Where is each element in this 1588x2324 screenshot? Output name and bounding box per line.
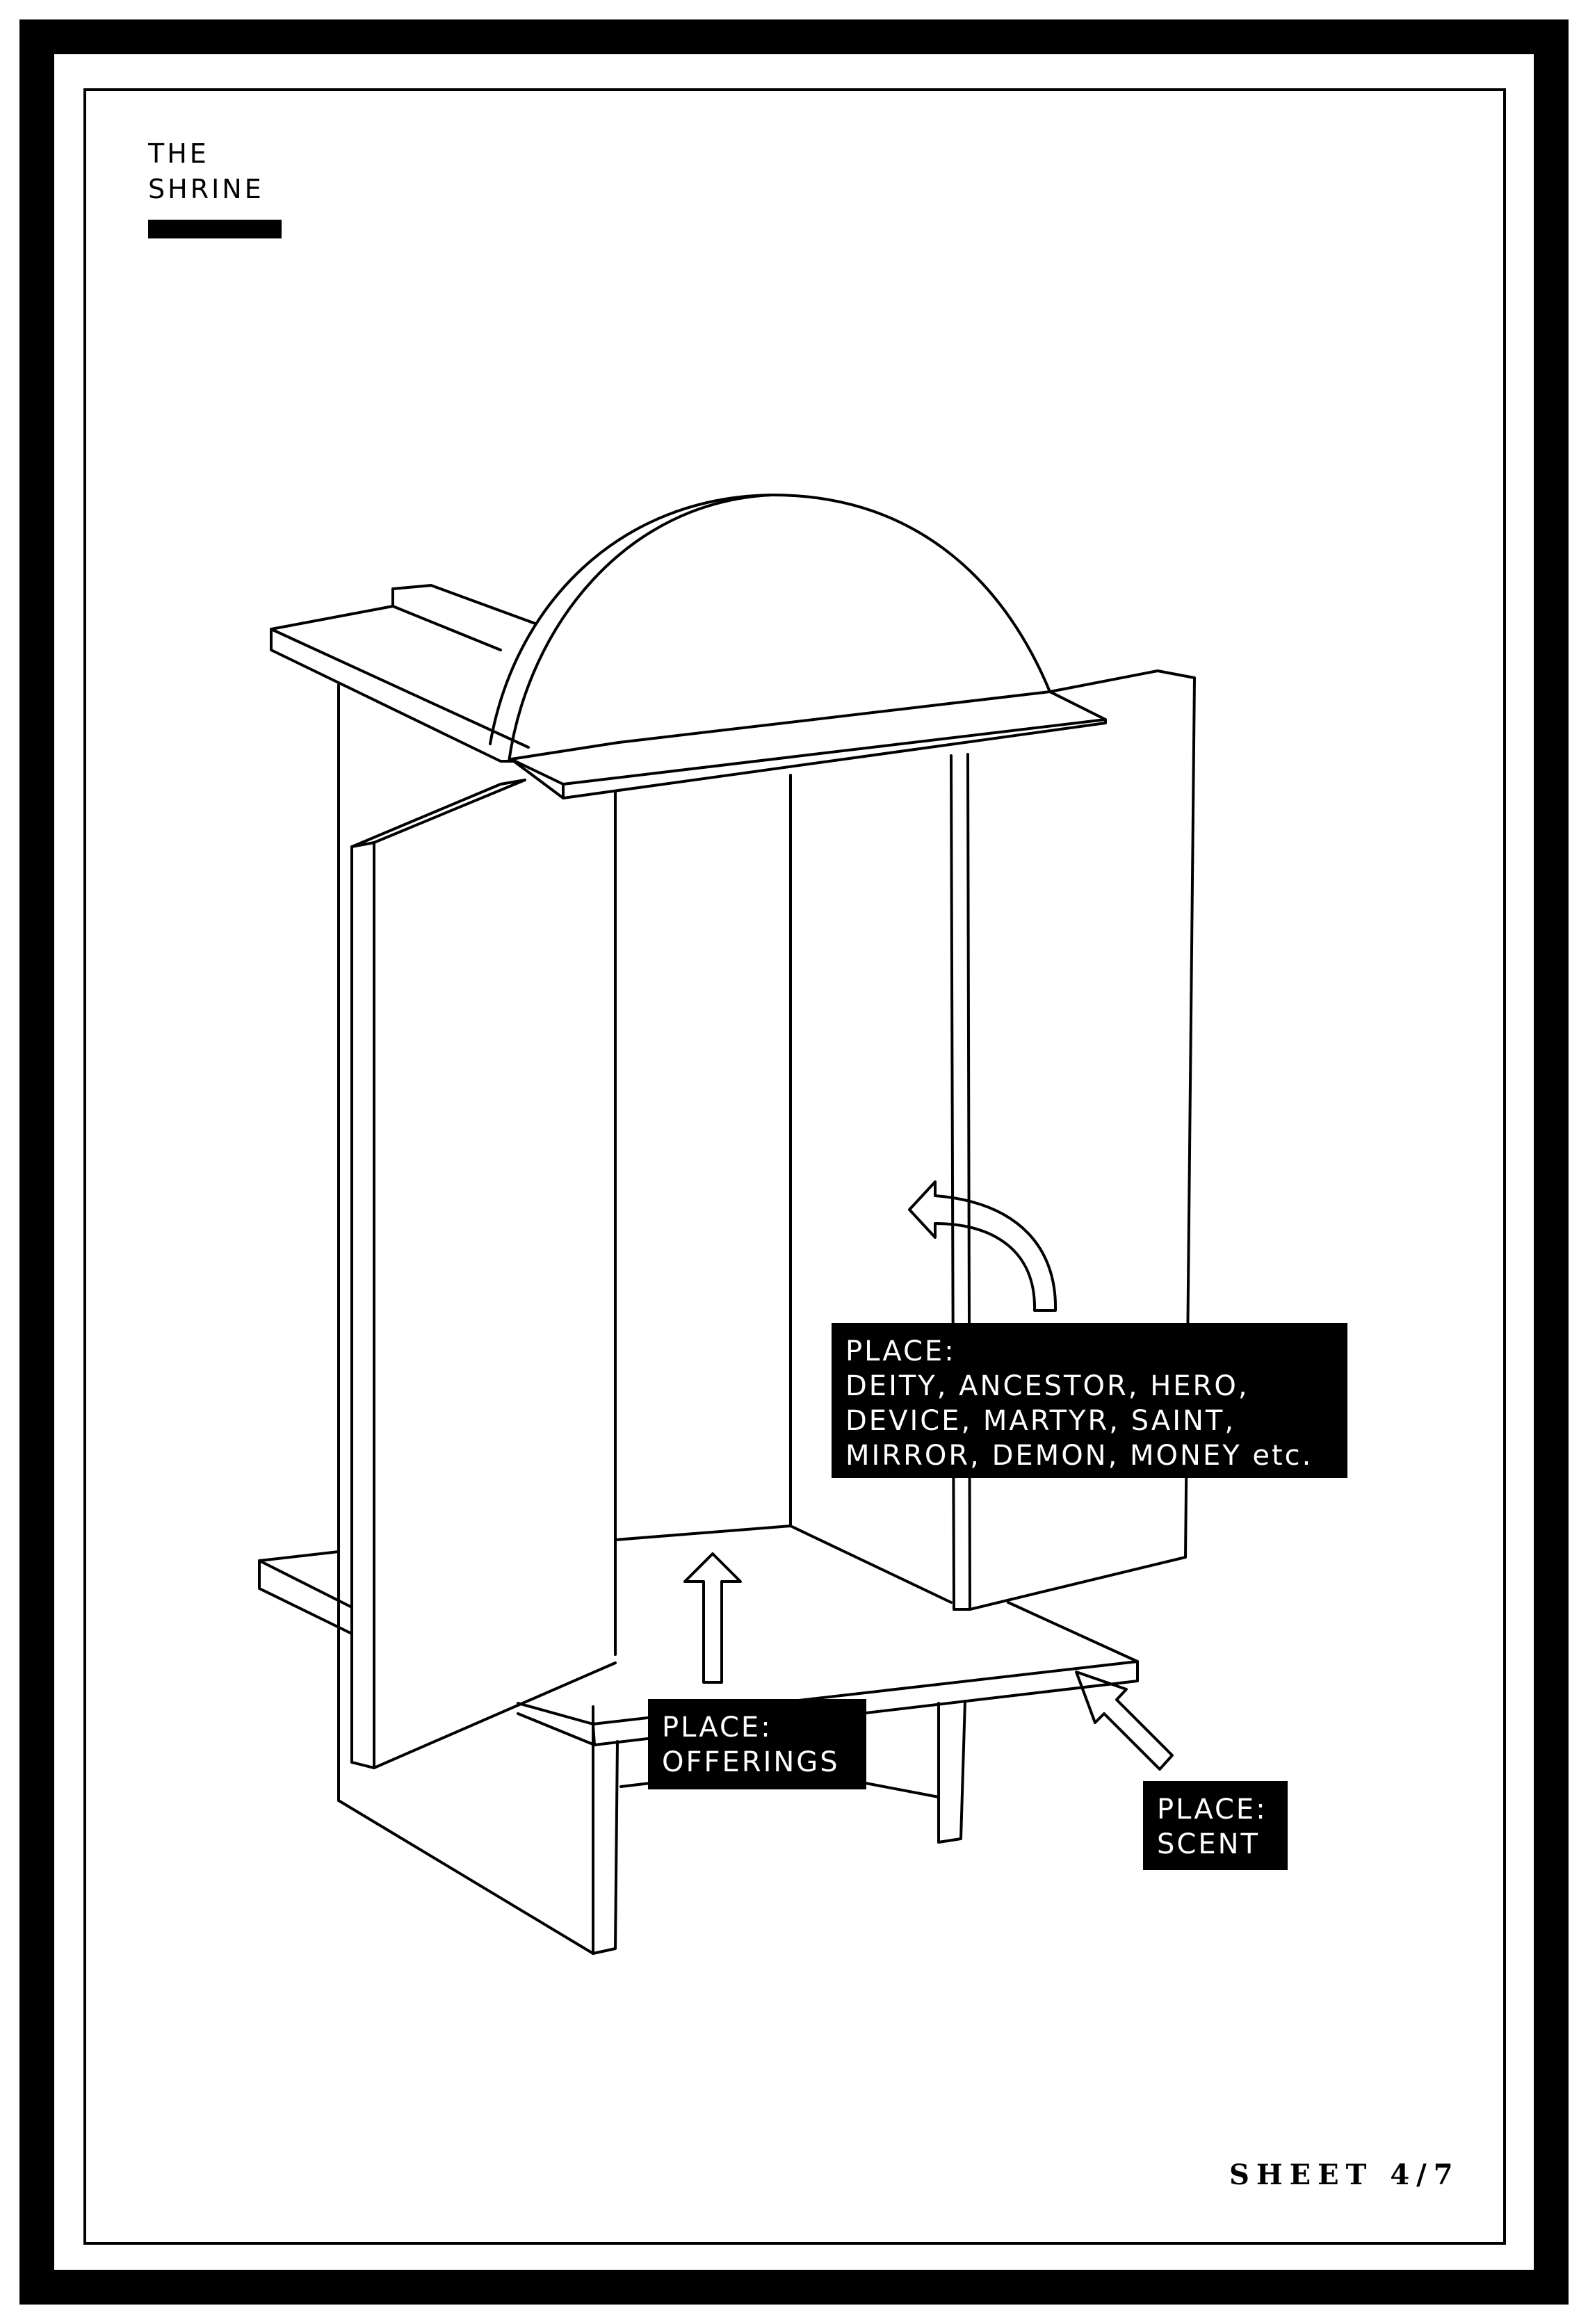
- title-line-1: THE: [148, 138, 209, 169]
- inner-frame: [83, 88, 1506, 2245]
- sheet-number: SHEET 4/7: [1229, 2159, 1460, 2191]
- label-scent-text: SCENT: [1157, 1828, 1260, 1860]
- outer-frame: [19, 19, 1569, 2305]
- floor-back: [614, 1525, 953, 1604]
- base-platform: [517, 1660, 1139, 1746]
- right-leg: [937, 1700, 966, 1844]
- rotate-arrow: [908, 1180, 1058, 1312]
- label-deity-line-2: DEVICE, MARTYR, SAINT,: [845, 1405, 1236, 1437]
- right-panel: [969, 669, 1196, 1611]
- front-leg: [592, 1740, 619, 1955]
- back-rail: [391, 584, 537, 651]
- label-offerings-heading: PLACE:: [662, 1712, 772, 1744]
- scent-arrow: [1075, 1671, 1174, 1771]
- dome-inner: [508, 494, 773, 763]
- top-slab-front: [510, 690, 1107, 799]
- label-scent: PLACE: SCENT: [1143, 1781, 1288, 1870]
- up-arrow: [683, 1552, 742, 1684]
- right-door-edge: [950, 753, 971, 1611]
- label-deity-line-1: DEITY, ANCESTOR, HERO,: [845, 1370, 1249, 1402]
- title-underline-bar: [148, 220, 282, 238]
- title-line-2: SHRINE: [148, 174, 264, 204]
- left-door: [350, 841, 375, 1769]
- page-title: THE SHRINE: [148, 136, 264, 207]
- label-deity: PLACE: DEITY, ANCESTOR, HERO, DEVICE, MA…: [832, 1323, 1347, 1478]
- label-offerings: PLACE: OFFERINGS: [648, 1699, 866, 1789]
- left-side-panel: [337, 683, 594, 1955]
- top-slab-left: [270, 605, 530, 763]
- label-scent-heading: PLACE:: [1157, 1794, 1267, 1826]
- dome-outer: [489, 494, 1051, 745]
- bottom-shelf-left: [258, 1550, 353, 1635]
- label-deity-line-3: MIRROR, DEMON, MONEY etc.: [845, 1440, 1313, 1472]
- label-offerings-text: OFFERINGS: [662, 1746, 840, 1778]
- label-deity-heading: PLACE:: [845, 1335, 956, 1367]
